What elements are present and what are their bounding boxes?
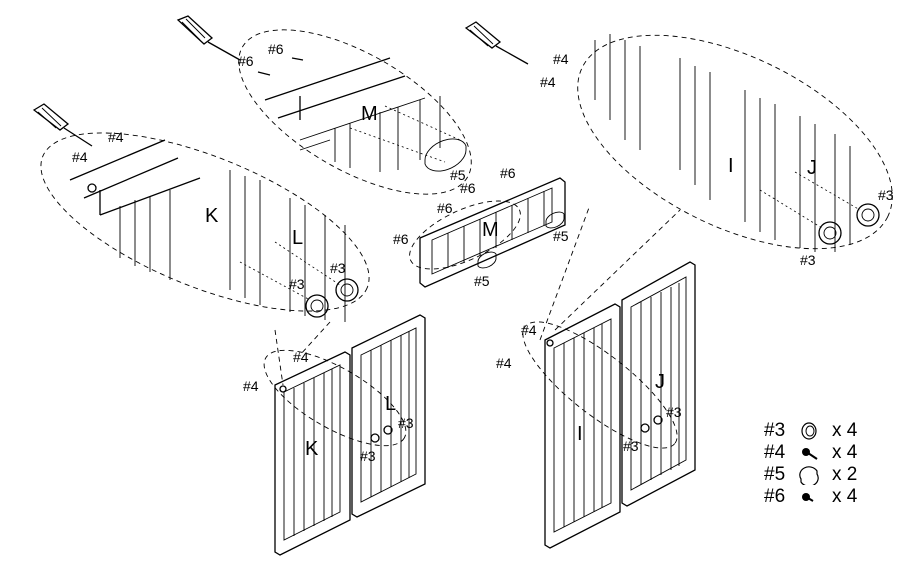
detail-bubble-kl [40, 132, 370, 322]
part-label-4-zoom-c: #4 [553, 51, 569, 67]
legend-row: #6 x 4 [764, 486, 894, 508]
door-j [621, 261, 696, 507]
part-label-5-a: #5 [553, 228, 569, 244]
part-label-4-d: #4 [496, 355, 512, 371]
screw-6-zoom [257, 57, 304, 76]
legend-part-number: #4 [764, 442, 786, 463]
part-label-5-b: #5 [474, 273, 490, 289]
part-label-4-b: #4 [243, 378, 259, 394]
door-l [351, 314, 426, 518]
part-label-6-a: #6 [500, 165, 516, 181]
part-label-4-zoom-d: #4 [540, 74, 556, 90]
legend-quantity: x 2 [832, 464, 858, 485]
part-label-6-b: #6 [460, 180, 476, 196]
legend-row: #5 x 2 [764, 464, 894, 487]
panel-label-i: I [577, 423, 583, 445]
legend-quantity: x 4 [832, 486, 858, 507]
part-label-3-zoom-d: #3 [800, 252, 816, 268]
part-label-3-zoom-c: #3 [878, 187, 894, 203]
part-label-3-b: #3 [360, 448, 376, 464]
screwdriver-icon [32, 103, 93, 147]
rail-m [409, 177, 566, 288]
legend-part-number: #3 [764, 420, 786, 441]
leader-lines-kl [274, 321, 331, 386]
legend-quantity: x 4 [832, 420, 858, 441]
detail-circle-kl [263, 349, 407, 447]
knob-icon [798, 421, 828, 441]
detail-bubble-m [238, 29, 472, 195]
screw-icon [798, 443, 828, 463]
part-label-6-c: #6 [437, 200, 453, 216]
legend-row: #4 x 4 [764, 442, 894, 464]
part-label-4-a: #4 [293, 349, 309, 365]
legend-row: #3 x 4 [764, 420, 894, 442]
part-label-5-zoom: #5 [450, 167, 466, 183]
panel-label-j: J [655, 371, 665, 393]
part-label-3-c: #3 [666, 404, 682, 420]
door-k [274, 351, 351, 556]
screwdriver-icon [464, 21, 529, 65]
panel-label-i-zoom: I [728, 155, 734, 177]
part-label-4-c: #4 [521, 322, 537, 338]
legend-quantity: x 4 [832, 442, 858, 463]
door-i [544, 303, 621, 549]
cup-handle-icon [798, 465, 828, 487]
parts-legend: #3 x 4 #4 x 4 #5 x 2 #6 x 4 [764, 420, 894, 508]
legend-part-number: #5 [764, 464, 786, 485]
part-label-3-a: #3 [398, 415, 414, 431]
panel-label-m-zoom: M [361, 103, 378, 125]
part-label-3-zoom-b: #3 [330, 260, 346, 276]
part-label-6-zoom-a: #6 [268, 41, 284, 57]
detail-bubble-ij [577, 34, 893, 252]
panel-label-k-zoom: K [205, 205, 219, 227]
part-label-6-d: #6 [393, 231, 409, 247]
part-label-3-zoom-a: #3 [289, 276, 305, 292]
panel-label-m: M [482, 219, 499, 241]
panel-label-l: L [385, 393, 396, 415]
part-label-6-zoom-b: #6 [238, 53, 254, 69]
screwdriver-icon [176, 15, 241, 61]
part-label-4-zoom-b: #4 [72, 149, 88, 165]
panel-label-l-zoom: L [292, 227, 303, 249]
part-label-3-d: #3 [623, 438, 639, 454]
leader-lines-ij [539, 204, 681, 341]
part-label-4-zoom-a: #4 [108, 129, 124, 145]
legend-part-number: #6 [764, 486, 786, 507]
panel-label-k: K [305, 438, 319, 460]
panel-label-j-zoom: J [807, 157, 817, 179]
short-screw-icon [798, 487, 828, 507]
detail-circle-ij [522, 321, 678, 449]
